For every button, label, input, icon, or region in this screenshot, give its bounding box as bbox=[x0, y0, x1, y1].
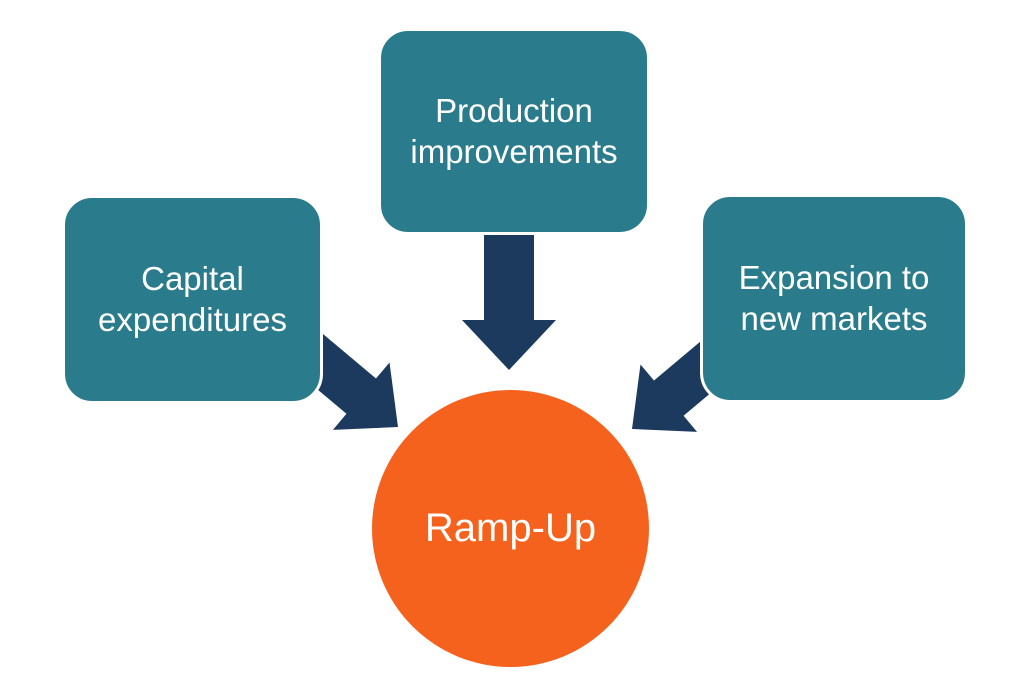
factor-label-capital-expenditures: Capital expenditures bbox=[98, 260, 287, 338]
hub-label: Ramp-Up bbox=[424, 506, 597, 550]
factor-box-production-improvements: Production improvements bbox=[378, 28, 650, 235]
factor-box-capital-expenditures: Capital expenditures bbox=[62, 195, 323, 404]
hub-circle-ramp-up: Ramp-Up bbox=[372, 390, 649, 667]
arrow-down-icon bbox=[462, 228, 556, 370]
factor-label-production-improvements: Production improvements bbox=[410, 92, 618, 170]
factor-box-expansion-new-markets: Expansion to new markets bbox=[700, 194, 968, 403]
factor-label-expansion-new-markets: Expansion to new markets bbox=[738, 259, 930, 337]
